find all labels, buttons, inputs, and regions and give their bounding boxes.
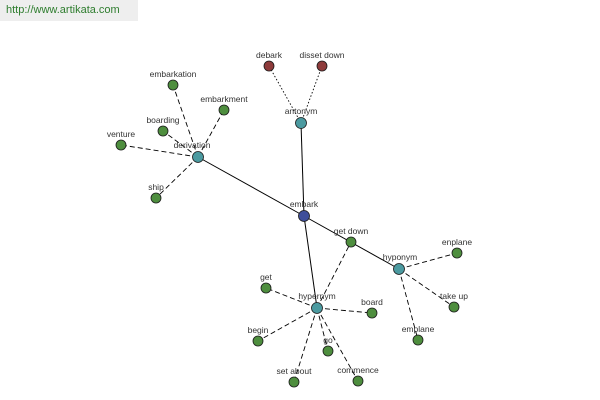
- site-url-banner[interactable]: http://www.artikata.com: [0, 0, 138, 21]
- node-label-set-about: set about: [277, 366, 313, 376]
- node-get[interactable]: get: [260, 272, 273, 294]
- node-board[interactable]: board: [361, 297, 383, 319]
- node-circle-enplane[interactable]: [451, 247, 463, 259]
- edge-hypernym-get-down: [316, 241, 352, 309]
- edge-hyponym-enplane: [398, 252, 458, 270]
- node-label-embarkment: embarkment: [200, 94, 248, 104]
- graph-nodes: embark antonym derivation hyponym hypernym de…: [107, 50, 473, 388]
- node-label-begin: begin: [248, 325, 269, 335]
- node-derivation[interactable]: derivation: [174, 140, 211, 163]
- node-circle-set-about[interactable]: [288, 376, 300, 388]
- node-circle-go[interactable]: [322, 345, 334, 357]
- node-label-ship: ship: [148, 182, 164, 192]
- node-circle-antonym[interactable]: [295, 117, 307, 129]
- node-label-embark: embark: [290, 199, 319, 209]
- node-venture[interactable]: venture: [107, 129, 136, 151]
- node-circle-embarkment[interactable]: [218, 104, 230, 116]
- graph-edges: [120, 65, 458, 383]
- node-label-board: board: [361, 297, 383, 307]
- node-set-about[interactable]: set about: [277, 366, 313, 388]
- node-go[interactable]: go: [322, 335, 334, 357]
- edge-embark-derivation: [197, 156, 305, 217]
- edge-hypernym-set-about: [293, 307, 318, 383]
- node-label-boarding: boarding: [146, 115, 179, 125]
- node-circle-commence[interactable]: [352, 375, 364, 387]
- edge-embark-hypernym: [303, 215, 318, 309]
- node-label-enplane: enplane: [442, 237, 473, 247]
- node-hyponym[interactable]: hyponym: [383, 252, 418, 275]
- node-circle-board[interactable]: [366, 307, 378, 319]
- node-disset-down[interactable]: disset down: [300, 50, 345, 72]
- node-label-commence: commence: [337, 365, 379, 375]
- node-circle-take-up[interactable]: [448, 301, 460, 313]
- node-circle-get-down[interactable]: [345, 236, 357, 248]
- node-ship[interactable]: ship: [148, 182, 164, 204]
- node-circle-disset-down[interactable]: [316, 60, 328, 72]
- edge-hypernym-board: [316, 307, 373, 314]
- node-embark[interactable]: embark: [290, 199, 319, 222]
- node-hypernym[interactable]: hypernym: [298, 291, 336, 314]
- node-label-get: get: [260, 272, 272, 282]
- node-label-emplane: emplane: [402, 324, 435, 334]
- node-circle-get[interactable]: [260, 282, 272, 294]
- node-circle-debark[interactable]: [263, 60, 275, 72]
- node-embarkment[interactable]: embarkment: [200, 94, 248, 116]
- node-label-hyponym: hyponym: [383, 252, 418, 262]
- node-label-get-down: get down: [334, 226, 369, 236]
- node-label-take-up: take up: [440, 291, 468, 301]
- node-boarding[interactable]: boarding: [146, 115, 180, 137]
- node-circle-hyponym[interactable]: [393, 263, 405, 275]
- node-label-disset-down: disset down: [300, 50, 345, 60]
- edge-hypernym-go: [316, 307, 329, 352]
- node-commence[interactable]: commence: [337, 365, 379, 387]
- edge-hyponym-take-up: [398, 268, 455, 308]
- edge-derivation-ship: [155, 156, 199, 199]
- node-circle-venture[interactable]: [115, 139, 127, 151]
- node-label-venture: venture: [107, 129, 136, 139]
- node-circle-derivation[interactable]: [192, 151, 204, 163]
- edge-embark-antonym: [300, 122, 305, 217]
- node-circle-emplane[interactable]: [412, 334, 424, 346]
- edge-antonym-debark: [268, 65, 302, 124]
- node-emplane[interactable]: emplane: [402, 324, 435, 346]
- node-enplane[interactable]: enplane: [442, 237, 473, 259]
- edge-derivation-boarding: [162, 130, 199, 158]
- node-antonym[interactable]: antonym: [285, 106, 318, 129]
- node-circle-boarding[interactable]: [157, 125, 169, 137]
- node-label-embarkation: embarkation: [150, 69, 197, 79]
- edge-hypernym-begin: [257, 307, 318, 342]
- node-circle-begin[interactable]: [252, 335, 264, 347]
- node-circle-hypernym[interactable]: [311, 302, 323, 314]
- node-get-down[interactable]: get down: [334, 226, 369, 248]
- edge-hyponym-emplane: [398, 268, 419, 341]
- node-debark[interactable]: debark: [256, 50, 283, 72]
- edge-derivation-embarkment: [197, 109, 225, 158]
- node-label-debark: debark: [256, 50, 283, 60]
- node-take-up[interactable]: take up: [440, 291, 468, 313]
- node-label-hypernym: hypernym: [298, 291, 335, 301]
- edge-derivation-venture: [120, 144, 199, 158]
- node-circle-embarkation[interactable]: [167, 79, 179, 91]
- node-label-go: go: [323, 335, 333, 345]
- edge-hypernym-commence: [316, 307, 359, 382]
- node-label-derivation: derivation: [174, 140, 211, 150]
- edge-derivation-embarkation: [172, 84, 199, 158]
- node-begin[interactable]: begin: [248, 325, 269, 347]
- node-circle-ship[interactable]: [150, 192, 162, 204]
- node-label-antonym: antonym: [285, 106, 318, 116]
- edge-hypernym-get: [265, 287, 318, 309]
- node-embarkation[interactable]: embarkation: [150, 69, 197, 91]
- node-circle-embark[interactable]: [298, 210, 310, 222]
